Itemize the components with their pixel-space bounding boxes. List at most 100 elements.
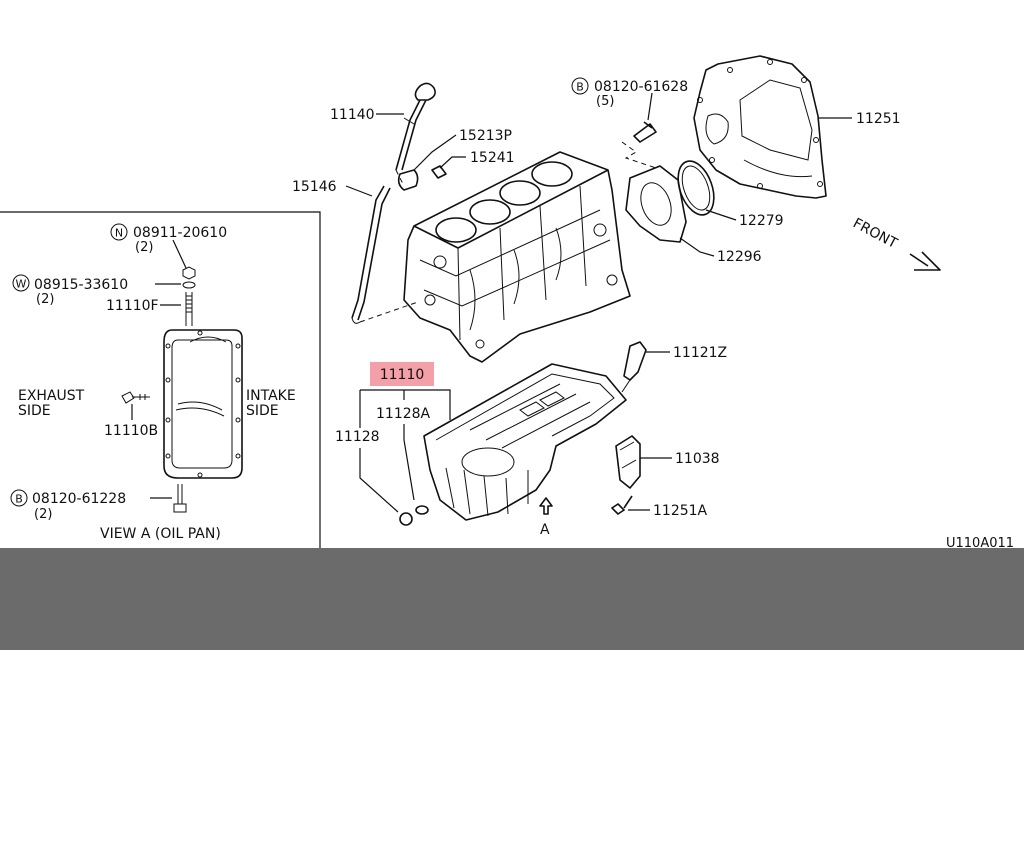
drain-washer-icon [415,505,429,515]
label-11110: 11110 [380,367,425,383]
label-08120-61228: 08120-61228 [32,491,126,507]
highlight-11110 [370,362,434,386]
label-11038: 11038 [675,451,720,467]
dipstick-dashed-lines [359,169,419,323]
retainer-12296-icon [625,165,687,243]
nut-icon [182,266,196,280]
dipstick-handle [414,82,436,101]
n-badge-letter: N [115,227,123,240]
label-11110b: 11110B [104,423,158,439]
label-11121z: 11121Z [673,345,727,361]
cylinder-bores [435,161,573,243]
label-view-a: VIEW A (OIL PAN) [100,526,221,542]
leader-nut [172,239,187,269]
strainer-pipe [621,379,631,393]
oil-pan-inner-rim [171,339,233,469]
bolt-11110b-icon [121,391,150,404]
sensor-15213p-icon [397,169,419,191]
bolt-11251a-icon [611,495,633,515]
label-arrow-a: A [540,522,550,538]
label-11128: 11128 [335,429,380,445]
label-08120-61228-qty: (2) [34,507,52,522]
seal-12279-inner [681,165,711,211]
retainer-12296-bore [640,182,672,226]
leader-15146 [345,185,373,197]
label-15241: 15241 [470,150,515,166]
inset-frame [0,211,321,548]
b-badge-top-icon [571,77,589,95]
gap [726,654,781,760]
oil-pan-ribs [175,336,227,417]
ref-letter: N [780,686,809,728]
rear-plate-hole [705,113,729,145]
parts-diagram: N 08911-20610 (2) W 08915-33610 (2) 1111… [0,55,1014,548]
oil-pan-group: 11110 11128A 11128 A [335,362,627,538]
leader-12279 [705,209,737,221]
dipstick-rod [395,99,427,171]
bolt-08120-61628-group: B 08120-61628 (5) [571,77,688,169]
separator: - [480,686,516,728]
label-12279: 12279 [739,213,784,229]
label-11251a: 11251A [653,503,708,519]
bolt-08120-61228-icon [173,484,187,513]
sensors-group: 15213P 15241 [397,128,515,191]
dipstick-clip [403,117,415,125]
bracket-11110 [359,389,451,428]
strainer-11121z-icon [623,341,647,381]
oil-pan-flange [435,373,615,441]
front-arrow-icon [909,251,941,271]
inset-view-a: N 08911-20610 (2) W 08915-33610 (2) 1111… [0,211,321,548]
b-badge-icon [10,489,28,507]
oil-pan-bolt-holes [165,330,241,478]
stud-icon [185,292,193,326]
label-15213p: 15213P [459,128,512,144]
w-badge-letter: W [16,278,27,291]
view-a-arrow-icon [539,497,553,515]
oil-pan-outline [423,363,627,521]
rear-plate-outline [693,55,827,199]
washer-icon [182,281,196,289]
label-intake-side: SIDE [246,403,279,419]
brand-name: NISSAN INFINITI [166,686,481,728]
block-outline [403,151,631,363]
ref-number: 11110 [844,686,944,728]
front-indicator: FRONT [850,215,941,271]
plug-15241-icon [431,165,447,179]
rear-plate-bolt-holes [697,59,823,189]
leader-12296 [679,237,715,257]
bracket-11038-icon [615,435,641,489]
w-badge-icon [12,274,30,292]
rear-plate-recess [739,79,813,161]
leaders-11128 [359,424,415,513]
leader-15213p [413,134,457,171]
label-08915-33610: 08915-33610 [34,277,128,293]
label-exhaust: EXHAUST [18,388,85,404]
leader-15241 [439,156,466,169]
dipstick-guide-end [351,317,361,324]
seal-group: 12279 12296 [625,160,784,265]
strainer-group: 11121Z [621,341,727,393]
b-badge-letter: B [15,493,23,506]
rear-plate-11251: 11251 [693,55,901,199]
diagram-code: U110A011 [946,536,1014,548]
label-08911-qty: (2) [135,240,153,255]
bracket-11038-detail [619,441,637,469]
block-ribs [419,185,618,349]
label-intake: INTAKE [246,388,296,404]
oil-pan-top-view [163,329,243,479]
drain-plug-icon [399,512,413,526]
label-08120-61628: 08120-61628 [594,79,688,95]
label-11128a: 11128A [376,406,431,422]
label-exhaust-side: SIDE [18,403,51,419]
part-banner: NISSAN INFINITI - 111102F000 N - 11110 [0,548,1024,728]
oil-pan-baffles [445,383,591,517]
b-badge-top-letter: B [576,81,584,94]
label-12296: 12296 [717,249,762,265]
n-badge-icon [110,223,128,241]
cylinder-block [403,151,631,363]
separator-2: - [808,686,845,728]
dipstick-group: 11140 15146 [292,82,436,324]
label-08911-20610: 08911-20610 [133,225,227,241]
bolt-08120-61628-icon [633,121,657,143]
label-11251: 11251 [856,111,901,127]
